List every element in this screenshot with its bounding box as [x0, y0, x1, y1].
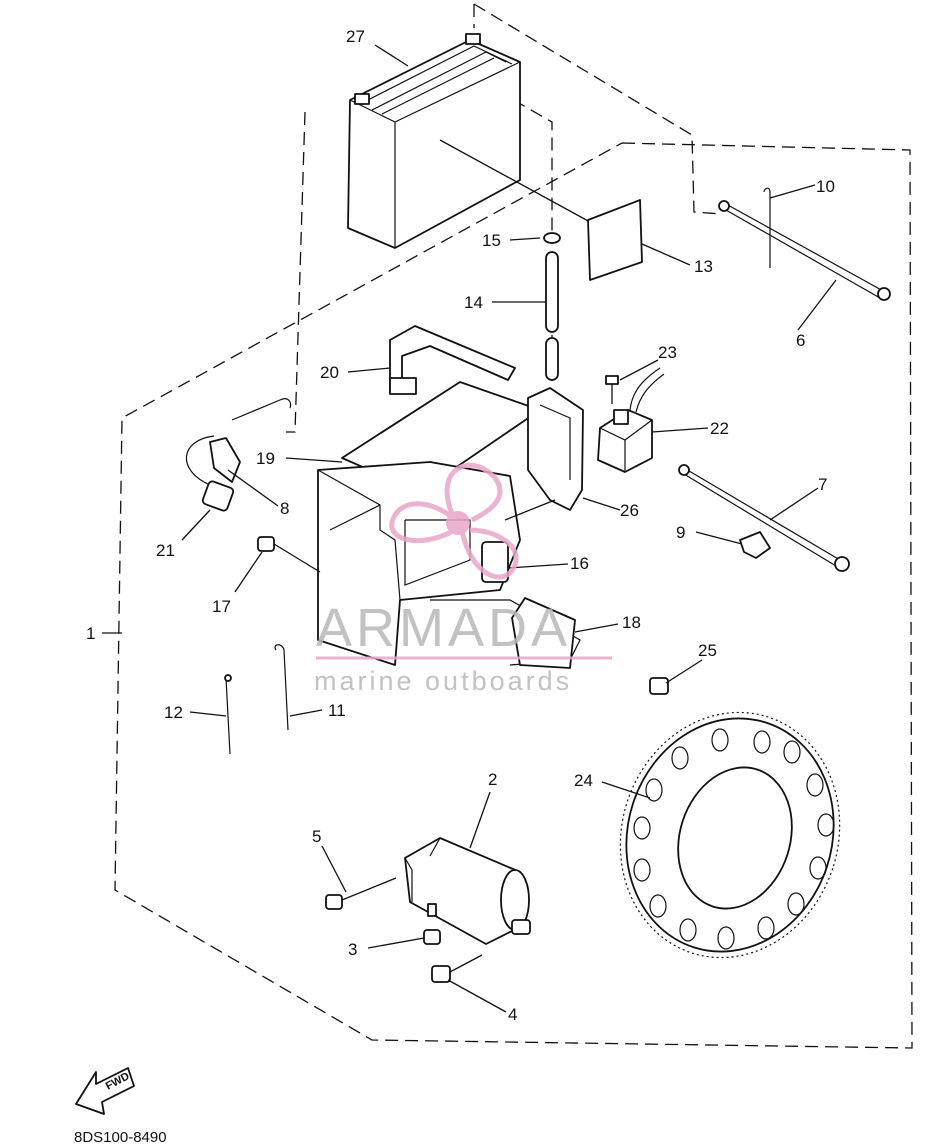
callout-12: 12: [164, 703, 183, 722]
callout-16: 16: [570, 554, 589, 573]
callout-7: 7: [818, 475, 827, 494]
relay-part: [597, 367, 665, 473]
callout-1: 1: [86, 624, 95, 643]
bolt-25-part: [649, 677, 669, 695]
tube-part: [543, 232, 561, 381]
cable-7-part: [678, 464, 850, 572]
callout-8: 8: [280, 499, 289, 518]
callout-22: 22: [710, 419, 729, 438]
callout-4: 4: [508, 1005, 517, 1024]
callout-3: 3: [348, 940, 357, 959]
screw-11-12-part: [224, 644, 289, 755]
callout-10: 10: [816, 177, 835, 196]
sheet-part: [587, 199, 643, 281]
battery-part: [347, 33, 591, 249]
callout-24: 24: [574, 771, 593, 790]
callout-26: 26: [620, 501, 639, 520]
callout-9: 9: [676, 523, 685, 542]
callout-23: 23: [658, 343, 677, 362]
watermark: ARMADA marine outboards: [314, 462, 612, 696]
callout-20: 20: [320, 363, 339, 382]
watermark-tagline: marine outboards: [314, 666, 572, 696]
callout-18: 18: [622, 613, 641, 632]
callout-13: 13: [694, 257, 713, 276]
callout-5: 5: [312, 827, 321, 846]
fwd-arrow-icon: FWD: [75, 1067, 135, 1115]
starter-motor-part: [325, 837, 531, 983]
callout-14: 14: [464, 293, 483, 312]
battery-band-part: [389, 325, 516, 395]
watermark-logo-icon: [389, 462, 519, 580]
bolt-17-part: [257, 536, 321, 573]
callouts: 1 2 3 4 5 6 7 8 9 10 11 12 13 14 15 16 1…: [86, 27, 835, 1024]
callout-6: 6: [796, 331, 805, 350]
callout-27: 27: [346, 27, 365, 46]
callout-21: 21: [156, 541, 175, 560]
ring-gear-part: [619, 711, 841, 959]
assembly-boundary: [114, 142, 913, 1049]
cable-ref-line: [286, 111, 306, 433]
callout-11: 11: [328, 701, 346, 720]
lead-cable-10-6: [718, 187, 891, 301]
bracket-part: [504, 387, 584, 521]
battery-ref-line-2: [473, 3, 723, 215]
watermark-brand: ARMADA: [316, 598, 571, 658]
leader-lines: [102, 44, 837, 1013]
callout-2: 2: [488, 770, 497, 789]
drawing-code: 8DS100-8490: [74, 1129, 167, 1146]
lead-21-part: [185, 398, 292, 512]
callout-17: 17: [212, 597, 231, 616]
callout-25: 25: [698, 641, 717, 660]
callout-19: 19: [256, 449, 275, 468]
callout-15: 15: [482, 231, 501, 250]
